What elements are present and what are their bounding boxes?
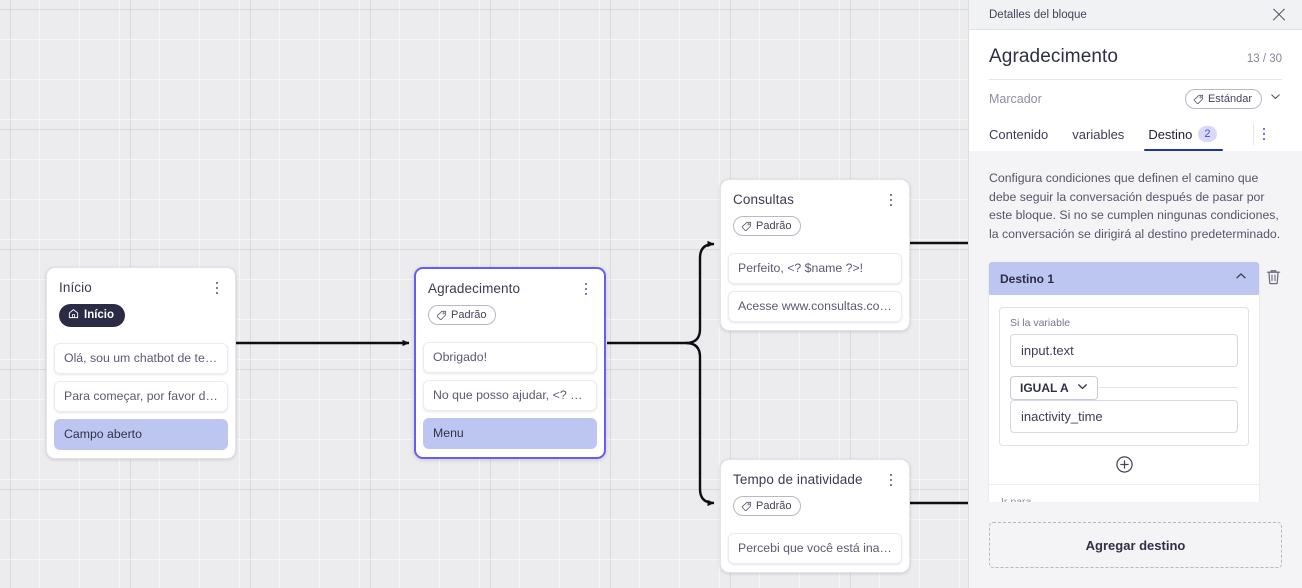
home-icon <box>68 308 79 323</box>
node-header: Tempo de inatividade Padrão <box>721 460 909 526</box>
panel-menu-icon[interactable] <box>1256 126 1272 142</box>
condition-value-input[interactable] <box>1010 400 1238 433</box>
node-badge-start: Início <box>59 304 126 327</box>
node-message[interactable]: Acesse www.consultas.com par... <box>728 290 902 322</box>
chevron-up-icon[interactable] <box>1234 269 1248 288</box>
flow-canvas[interactable]: Início Início Olá, sou um chatbot de tes… <box>0 0 968 588</box>
node-messages: Percebi que você está inativo. C... <box>721 532 909 572</box>
tag-icon <box>436 310 447 321</box>
condition-operator-row: IGUAL A <box>1010 376 1238 400</box>
page-title: Agradecimento <box>989 46 1119 67</box>
node-badge-tag: Padrão <box>733 496 802 516</box>
marker-label: Marcador <box>989 92 1042 106</box>
node-message[interactable]: No que posso ajudar, <? $name ... <box>423 379 597 411</box>
node-badge-label: Início <box>84 309 115 321</box>
goto-text-group: Ir para Falta del tiempo <box>1001 495 1101 502</box>
add-destination-button[interactable]: Agregar destino <box>989 522 1282 568</box>
add-condition-row <box>989 446 1259 484</box>
node-menu-icon[interactable] <box>209 280 225 296</box>
node-badge-label: Padrão <box>756 219 792 232</box>
goto-row[interactable]: Ir para Falta del tiempo <box>989 484 1259 502</box>
chevron-down-icon <box>1076 380 1089 396</box>
add-destination-label: Agregar destino <box>1085 537 1186 553</box>
chevron-down-icon[interactable] <box>1269 90 1282 108</box>
flow-node-inicio[interactable]: Início Início Olá, sou um chatbot de tes… <box>46 267 236 459</box>
panel-header-section: Agradecimento 13 / 30 Marcador Estándar <box>969 30 1302 152</box>
goto-label: Ir para <box>1001 496 1032 502</box>
node-title: Agradecimento <box>428 281 521 296</box>
node-message[interactable]: Menu <box>423 417 597 449</box>
node-title: Início <box>59 280 92 295</box>
node-message[interactable]: Campo aberto <box>54 419 228 450</box>
node-badge-tag: Padrão <box>733 216 802 236</box>
condition-operator-select[interactable]: IGUAL A <box>1010 376 1098 400</box>
node-message[interactable]: Percebi que você está inativo. C... <box>728 532 902 564</box>
condition-variable-input[interactable] <box>1010 334 1238 367</box>
destination-header[interactable]: Destino 1 <box>989 262 1259 295</box>
panel-tabs: Contenido variables Destino 2 <box>989 119 1282 152</box>
tag-icon <box>741 221 752 232</box>
node-messages: Obrigado! No que posso ajudar, <? $name … <box>416 341 604 457</box>
block-title-row: Agradecimento 13 / 30 <box>989 30 1282 80</box>
flow-node-tempo-inatividade[interactable]: Tempo de inatividade Padrão Percebi que … <box>720 459 910 573</box>
plus-circle-icon[interactable] <box>1115 455 1134 474</box>
condition-label: Si la variable <box>1010 317 1071 329</box>
tag-icon <box>1193 94 1204 105</box>
node-badge-tag: Padrão <box>428 305 497 325</box>
panel-content: Configura condiciones que definen el cam… <box>969 151 1302 502</box>
node-message[interactable]: Perfeito, <? $name ?>! <box>728 252 902 284</box>
node-menu-icon[interactable] <box>883 192 899 208</box>
destination-card: Destino 1 Si la variable <box>989 262 1259 502</box>
node-header: Agradecimento Padrão <box>416 269 604 335</box>
node-messages: Olá, sou um chatbot de teste! Para começ… <box>47 343 235 458</box>
tag-icon <box>741 501 752 512</box>
trash-icon[interactable] <box>1265 268 1282 286</box>
destination-block: Destino 1 Si la variable <box>989 262 1282 502</box>
tab-label: Contenido <box>989 126 1049 142</box>
node-title: Consultas <box>733 192 794 207</box>
tab-label: variables <box>1072 126 1125 142</box>
node-header: Início Início <box>47 268 235 336</box>
marker-row: Marcador Estándar <box>989 80 1282 119</box>
block-details-panel: Detalles del bloque Agradecimento 13 / 3… <box>968 0 1302 588</box>
node-message[interactable]: Para começar, por favor digite o ... <box>54 381 228 412</box>
panel-bottom-spacer <box>969 568 1302 588</box>
marker-value-label: Estándar <box>1207 92 1252 105</box>
tab-contenido[interactable]: Contenido <box>989 120 1048 151</box>
marker-control[interactable]: Estándar <box>1184 89 1282 109</box>
flow-node-agradecimento[interactable]: Agradecimento Padrão Obrigado! No q <box>414 267 606 459</box>
destination-header-label: Destino 1 <box>1000 271 1055 286</box>
tab-variables[interactable]: variables <box>1072 120 1124 151</box>
node-header: Consultas Padrão <box>721 180 909 246</box>
node-menu-icon[interactable] <box>883 472 899 488</box>
node-title: Tempo de inatividade <box>733 472 863 487</box>
tab-label: Destino <box>1148 126 1193 142</box>
operator-label: IGUAL A <box>1020 381 1069 395</box>
condition-box: Si la variable IGUAL A <box>999 307 1249 446</box>
divider <box>1253 123 1254 145</box>
node-badge-label: Padrão <box>756 499 792 512</box>
panel-title-bar: Detalles del bloque <box>969 0 1302 30</box>
node-messages: Perfeito, <? $name ?>! Acesse www.consul… <box>721 252 909 330</box>
tab-destino[interactable]: Destino 2 <box>1144 119 1223 152</box>
node-badge-label: Padrão <box>451 308 487 321</box>
tab-badge-count: 2 <box>1198 126 1217 142</box>
flow-node-consultas[interactable]: Consultas Padrão Perfeito, <? $name ?>! <box>720 179 910 331</box>
divider <box>1010 387 1238 388</box>
node-message[interactable]: Obrigado! <box>423 341 597 373</box>
destination-description: Configura condiciones que definen el cam… <box>989 171 1281 241</box>
close-icon[interactable] <box>1270 6 1288 24</box>
node-message[interactable]: Olá, sou um chatbot de teste! <box>54 343 228 374</box>
node-menu-icon[interactable] <box>578 281 594 297</box>
marker-value-pill[interactable]: Estándar <box>1184 89 1262 109</box>
char-counter: 13 / 30 <box>1246 53 1282 65</box>
panel-bar-title: Detalles del bloque <box>989 8 1087 21</box>
